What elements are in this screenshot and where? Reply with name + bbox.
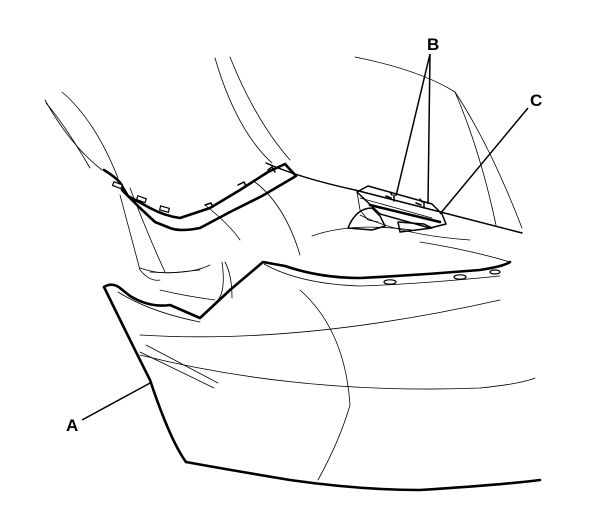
callout-c: C [530,91,542,110]
fender-edge [102,162,298,232]
callout-b: B [427,35,439,54]
bumper-bracket [347,185,447,233]
callout-a: A [66,416,78,435]
leader-line-a [81,381,153,421]
bumper-cover [102,260,542,492]
leader-line-b-1 [395,53,431,197]
inner-cavity [119,194,224,301]
clip-fasteners [368,203,442,224]
bolt-fasteners [385,191,425,209]
leader-line-c [439,107,529,215]
body-panel-edge [44,99,523,234]
leader-line-b-2 [427,53,431,205]
